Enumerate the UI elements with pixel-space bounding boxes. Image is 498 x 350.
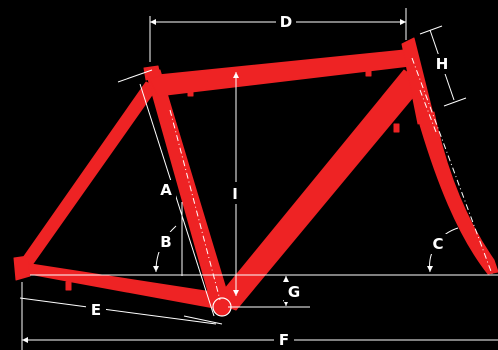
- arrow-heads: [22, 19, 433, 343]
- label-d: D: [280, 13, 292, 31]
- head-tube-axis: [419, 89, 437, 133]
- label-e: E: [91, 301, 101, 319]
- arrow-g-top: [283, 276, 289, 282]
- dim-h-tick-top: [419, 25, 443, 35]
- fork: [417, 111, 498, 275]
- label-g: G: [288, 283, 300, 301]
- braze-on-1: [187, 87, 194, 97]
- dim-e-line: [19, 297, 217, 325]
- label-i: I: [232, 185, 238, 203]
- labels: D H I A B C G E F: [86, 12, 452, 350]
- dim-a-tick-top: [117, 69, 153, 83]
- label-c: C: [432, 235, 443, 253]
- arrow-i-top: [233, 72, 239, 78]
- dim-h-tick-bottom: [443, 97, 467, 107]
- rear-dropout: [13, 255, 31, 281]
- braze-on-4: [393, 123, 400, 133]
- bb-center-marker: [212, 297, 232, 317]
- seat-stay: [19, 81, 158, 269]
- chain-stay: [17, 261, 215, 309]
- arrow-c: [427, 266, 433, 272]
- bike-frame: [13, 37, 498, 316]
- label-b: B: [160, 233, 171, 251]
- arrow-f-left: [22, 337, 28, 343]
- seat-collar: [143, 65, 161, 81]
- dim-a-tick-bottom: [183, 315, 223, 325]
- label-h: H: [436, 55, 449, 73]
- label-a: A: [160, 181, 172, 199]
- arrow-i-bottom: [233, 290, 239, 296]
- steerer-axis: [411, 57, 493, 275]
- down-tube: [213, 69, 425, 311]
- braze-on-3: [65, 281, 72, 291]
- label-f: F: [279, 331, 289, 349]
- braze-on-2: [365, 67, 372, 77]
- dim-a-line: [139, 83, 215, 317]
- bottom-bracket: [212, 296, 232, 316]
- arrow-d-right: [400, 19, 406, 25]
- arrow-b: [153, 266, 159, 272]
- arrow-d-left: [150, 19, 156, 25]
